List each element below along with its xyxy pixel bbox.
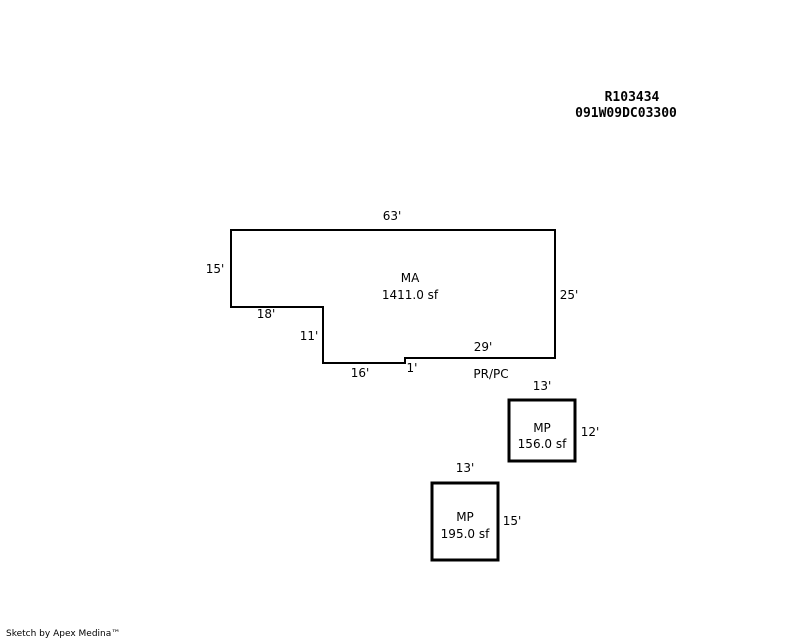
main-area-size: 1411.0 sf — [382, 288, 439, 302]
main-area-dim-right: 25' — [560, 288, 579, 302]
porch-2-dim-width: 13' — [456, 461, 475, 475]
main-area-dim-bottom-left: 16' — [351, 366, 370, 380]
main-area-dim-jog: 1' — [407, 361, 418, 375]
sketch-credit: Sketch by Apex Medina™ — [6, 629, 120, 639]
main-area-dim-top: 63' — [383, 209, 402, 223]
porch-label: PR/PC — [473, 367, 508, 381]
main-area-dim-step-top: 18' — [257, 307, 276, 321]
porch-1-outline — [507, 398, 577, 463]
main-area-dim-left: 15' — [206, 262, 225, 276]
porch-2-dim-depth: 15' — [503, 514, 522, 528]
main-area-outline — [230, 229, 556, 364]
porch-1-dim-width: 13' — [533, 379, 552, 393]
porch-1-code: MP — [533, 421, 551, 435]
porch-2-outline — [430, 481, 500, 562]
main-area-code: MA — [401, 271, 420, 285]
map-number: 091W09DC03300 — [575, 106, 677, 121]
porch-2-code: MP — [456, 510, 474, 524]
main-area-dim-step-side: 11' — [300, 329, 319, 343]
porch-1-dim-depth: 12' — [581, 425, 600, 439]
porch-2-size: 195.0 sf — [441, 527, 490, 541]
parcel-id: R103434 — [605, 90, 660, 105]
main-area-dim-bottom-right: 29' — [474, 340, 493, 354]
porch-1-size: 156.0 sf — [518, 437, 567, 451]
